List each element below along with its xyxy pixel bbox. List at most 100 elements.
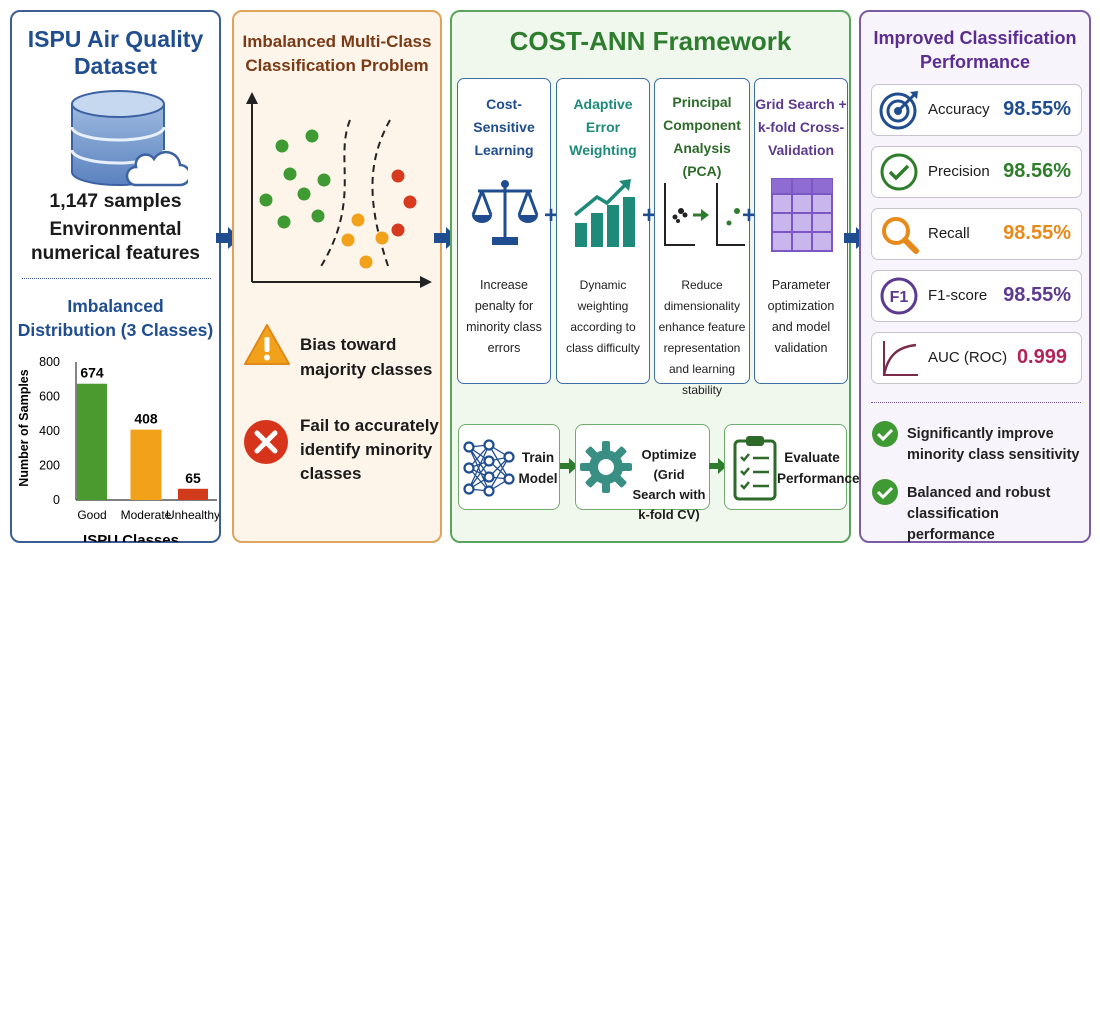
component-adaptive-weighting: Adaptive Error Weighting Dynamic weighti… bbox=[556, 78, 650, 384]
metric-recall: Recall 98.55% bbox=[871, 208, 1082, 260]
component-cost-sensitive: Cost-Sensitive Learning Increase penalty… bbox=[457, 78, 551, 384]
results-title: Improved Classification Performance bbox=[873, 28, 1077, 72]
metric-f1: F1 F1-score 98.55% bbox=[871, 270, 1082, 322]
bar-growth-icon bbox=[573, 179, 635, 247]
metric-auc: AUC (ROC) 0.999 bbox=[871, 332, 1082, 384]
step-label: Evaluate Performance bbox=[777, 450, 860, 486]
metric-label: Precision bbox=[928, 163, 990, 180]
metric-accuracy: Accuracy 98.55% bbox=[871, 84, 1082, 136]
grid-icon bbox=[771, 178, 833, 252]
metric-value: 98.55% bbox=[1003, 98, 1071, 120]
component-title: Grid Search + k-fold Cross-Validation bbox=[755, 96, 847, 158]
database-cloud-icon bbox=[70, 90, 188, 187]
metric-precision: Precision 98.56% bbox=[871, 146, 1082, 198]
x-tick-label: Moderate bbox=[121, 508, 172, 522]
neural-network-icon bbox=[463, 439, 515, 497]
svg-text:F1: F1 bbox=[890, 289, 909, 306]
step-label: Optimize (Grid Search with k-fold CV) bbox=[632, 447, 706, 522]
step-optimize: Optimize (Grid Search with k-fold CV) bbox=[575, 424, 710, 522]
y-axis-label: Number of Samples bbox=[17, 369, 31, 486]
component-description: Parameter optimization and model validat… bbox=[767, 278, 835, 355]
metric-label: Accuracy bbox=[928, 101, 990, 118]
metric-label: F1-score bbox=[928, 287, 988, 304]
section-divider bbox=[871, 402, 1081, 403]
component-title: Principal Component Analysis (PCA) bbox=[663, 94, 741, 179]
f1-icon: F1 bbox=[880, 277, 918, 315]
feature-description: Environmental numerical features bbox=[31, 219, 200, 264]
results-panel: Improved Classification Performance Accu… bbox=[859, 10, 1091, 543]
step-evaluate: Evaluate Performance bbox=[724, 424, 860, 510]
component-pca: Principal Component Analysis (PCA) Reduc… bbox=[654, 78, 750, 397]
step-arrow bbox=[560, 458, 578, 474]
majority-dot bbox=[311, 209, 325, 223]
bar-value-label: 408 bbox=[134, 411, 158, 427]
moderate-dot bbox=[341, 233, 355, 247]
component-description: Reduce dimensionality enhance feature re… bbox=[658, 278, 746, 397]
metric-value: 0.999 bbox=[1016, 346, 1067, 368]
error-icon bbox=[244, 420, 288, 464]
component-title: Adaptive Error Weighting bbox=[569, 96, 637, 158]
metric-label: Recall bbox=[928, 225, 970, 242]
component-description: Dynamic weighting according to class dif… bbox=[566, 278, 640, 355]
y-tick-label: 800 bbox=[39, 355, 60, 369]
x-tick-label: Unhealthy bbox=[166, 508, 219, 522]
dataset-panel: ISPU Air Quality Dataset 1,147 samples E… bbox=[10, 10, 221, 543]
step-label: Train Model bbox=[518, 450, 558, 486]
gear-icon bbox=[580, 441, 632, 493]
step-arrow bbox=[709, 458, 727, 474]
minority-dot bbox=[391, 223, 405, 237]
distribution-title: Imbalanced Distribution (3 Classes) bbox=[17, 296, 214, 340]
section-divider bbox=[22, 278, 211, 279]
x-axis-label: ISPU Classes bbox=[83, 532, 179, 542]
y-tick-label: 400 bbox=[39, 424, 60, 438]
x-tick-label: Good bbox=[77, 508, 106, 522]
minority-dot bbox=[403, 195, 417, 209]
roc-curve-icon bbox=[882, 341, 918, 376]
scatter-illustration bbox=[246, 92, 432, 288]
bar-unhealthy bbox=[178, 488, 208, 500]
y-tick-label: 600 bbox=[39, 390, 60, 404]
benefit-text: Significantly improve minority class sen… bbox=[907, 426, 1080, 463]
check-circle-icon bbox=[880, 153, 918, 191]
pca-scatter-icon bbox=[664, 183, 745, 246]
framework-title: COST-ANN Framework bbox=[509, 26, 792, 56]
plus-icon: + bbox=[544, 202, 559, 229]
warning-icon bbox=[244, 324, 290, 365]
scale-icon bbox=[471, 180, 539, 245]
plus-icon: + bbox=[742, 202, 757, 229]
problem-panel: Imbalanced Multi-Class Classification Pr… bbox=[232, 10, 442, 543]
benefit-text: Balanced and robust classification perfo… bbox=[907, 485, 1051, 543]
dataset-title: ISPU Air Quality Dataset bbox=[27, 26, 204, 79]
majority-dot bbox=[283, 167, 297, 181]
check-icon bbox=[872, 479, 898, 505]
bar-value-label: 674 bbox=[80, 365, 104, 381]
majority-dot bbox=[259, 193, 273, 207]
sample-count: 1,147 samples bbox=[49, 190, 182, 212]
bar-good bbox=[77, 383, 107, 500]
y-tick-label: 0 bbox=[53, 493, 60, 507]
bar-value-label: 65 bbox=[185, 470, 201, 486]
majority-dot bbox=[297, 187, 311, 201]
magnifier-icon bbox=[882, 217, 919, 254]
metric-label: AUC (ROC) bbox=[928, 349, 1008, 366]
majority-dot bbox=[305, 129, 319, 143]
y-tick-label: 200 bbox=[39, 459, 60, 473]
majority-dot bbox=[317, 173, 331, 187]
component-grid-search: Grid Search + k-fold Cross-Validation Pa… bbox=[754, 78, 848, 384]
majority-dot bbox=[275, 139, 289, 153]
component-title: Cost-Sensitive Learning bbox=[473, 96, 535, 158]
moderate-dot bbox=[351, 213, 365, 227]
issue-bias: Bias toward majority classes bbox=[300, 335, 433, 379]
moderate-dot bbox=[359, 255, 373, 269]
minority-dot bbox=[391, 169, 405, 183]
issue-minority: Fail to accurately identify minority cla… bbox=[300, 416, 439, 483]
moderate-dot bbox=[375, 231, 389, 245]
step-train-model: Train Model bbox=[458, 424, 560, 510]
metric-value: 98.55% bbox=[1003, 222, 1071, 244]
target-icon bbox=[879, 91, 918, 130]
metric-value: 98.55% bbox=[1003, 284, 1071, 306]
problem-title: Imbalanced Multi-Class Classification Pr… bbox=[242, 32, 432, 75]
bar-moderate bbox=[130, 429, 162, 500]
check-icon bbox=[872, 421, 898, 447]
